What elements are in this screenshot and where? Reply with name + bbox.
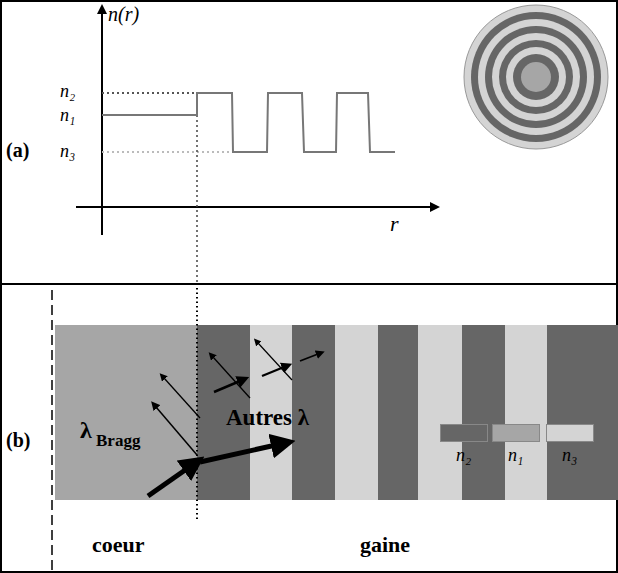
legend-text: n₃ [562, 446, 577, 464]
legend-swatch [440, 424, 488, 442]
wavelength-symbol: λ [80, 418, 92, 442]
panel-label: (a) [6, 140, 29, 160]
legend-swatch [546, 424, 594, 442]
index-label: n₂ [60, 82, 75, 100]
index-label: n₃ [60, 142, 75, 160]
axis-label: n(r) [108, 4, 139, 24]
region-label: gaine [360, 534, 410, 556]
legend-swatch [492, 424, 540, 442]
legend-text: n₁ [508, 446, 523, 464]
wavelength-label: Autres λ [226, 406, 309, 429]
region-label: coeur [92, 534, 145, 556]
panel-label: (b) [6, 430, 30, 450]
index-label: n₁ [60, 106, 75, 124]
legend-text: n₂ [456, 446, 471, 464]
wavelength-subscript: Bragg [96, 432, 140, 449]
axis-label: r [390, 213, 399, 235]
